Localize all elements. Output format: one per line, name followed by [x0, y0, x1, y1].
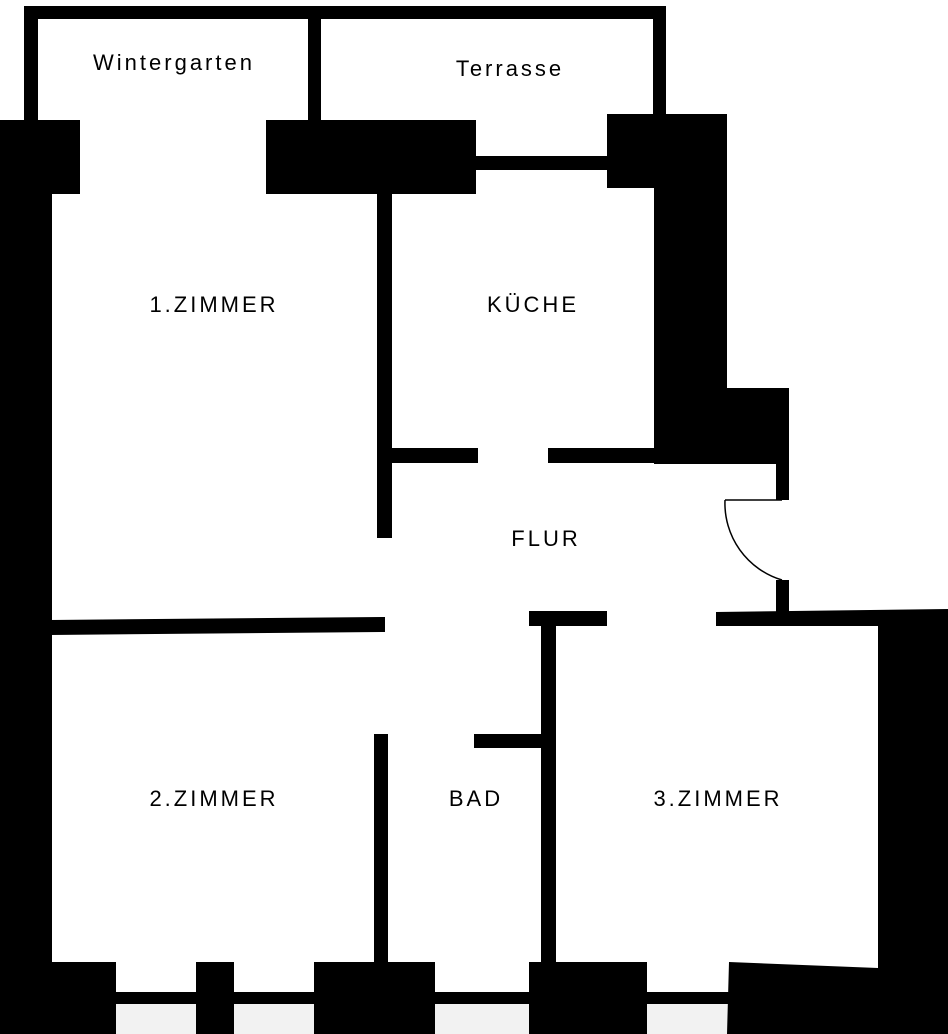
bottom-pier-3: [314, 962, 435, 1034]
chimney-block: [654, 388, 789, 464]
bottom-pier-1: [0, 962, 116, 1034]
bottom-pier-5: [727, 960, 948, 1034]
flur-bad-wall: [529, 611, 607, 626]
door-swing-arc-icon: [724, 499, 783, 581]
entrance-wall-upper: [776, 460, 789, 500]
label-zimmer3: 3.ZIMMER: [653, 786, 782, 811]
bad-zimmer3-wall: [541, 611, 556, 974]
label-flur: FLUR: [511, 526, 580, 551]
label-zimmer2: 2.ZIMMER: [149, 786, 278, 811]
zimmer1-zimmer2-wall: [50, 617, 385, 635]
left-outer-wall: [0, 120, 52, 1034]
kitchen-window-sill: [470, 156, 610, 170]
wintergarten-wall-top: [24, 6, 666, 19]
zimmer2-bad-wall: [374, 734, 388, 974]
entrance-door: [724, 499, 783, 581]
entrance-wall-lower: [776, 580, 789, 618]
label-wintergarten: Wintergarten: [93, 50, 255, 75]
facade-pier-left: [0, 120, 80, 194]
zimmer1-kueche-wall: [377, 190, 392, 538]
wintergarten-terrasse-divider: [308, 6, 321, 124]
bottom-pier-2: [196, 962, 234, 1034]
walls: [0, 6, 948, 1034]
bad-stub-wall: [474, 734, 556, 748]
label-zimmer1: 1.ZIMMER: [149, 292, 278, 317]
zimmer3-right-wall: [878, 615, 948, 1034]
kueche-wall-bottom-right: [548, 448, 658, 463]
label-kueche: KÜCHE: [487, 292, 579, 317]
label-bad: BAD: [449, 786, 503, 811]
kueche-wall-bottom-left: [377, 448, 478, 463]
wintergarten-wall-left: [24, 6, 38, 124]
label-terrasse: Terrasse: [456, 56, 564, 81]
bottom-pier-4: [529, 962, 647, 1034]
facade-pier-middle: [266, 120, 476, 194]
terrasse-wall-right: [653, 6, 666, 118]
